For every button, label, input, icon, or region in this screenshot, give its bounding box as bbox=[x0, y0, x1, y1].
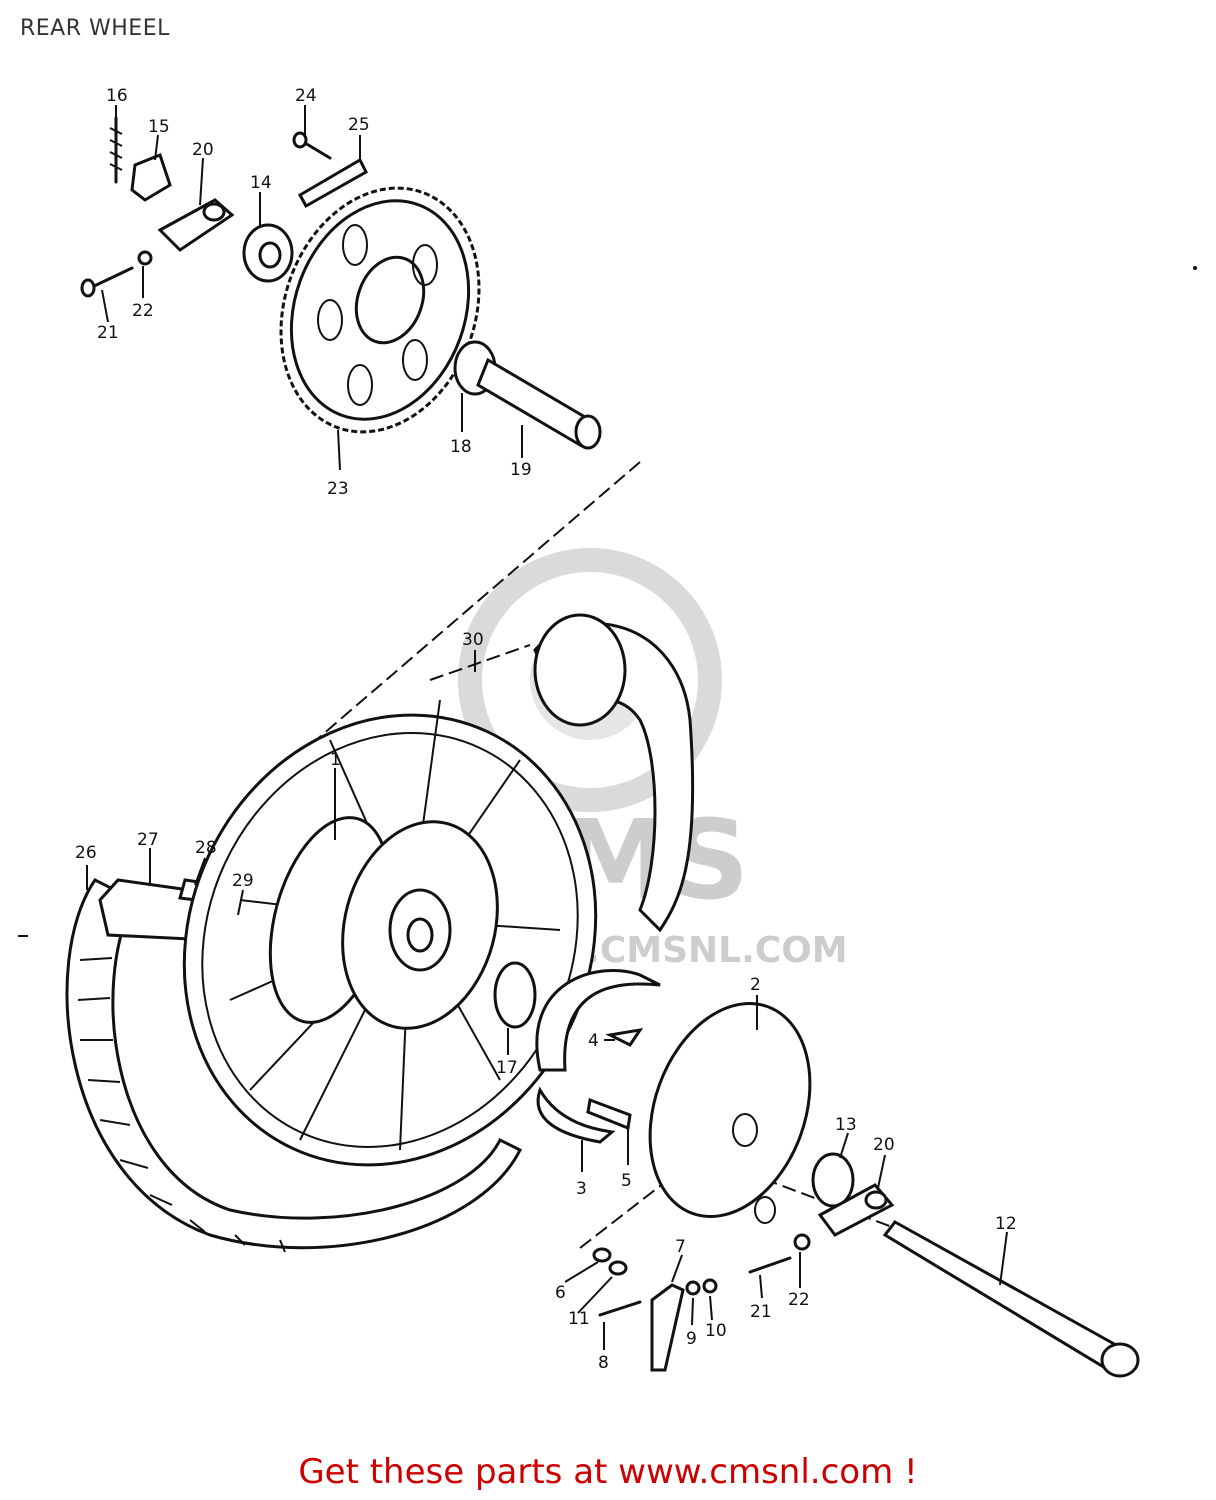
brake-shoe-3-shape bbox=[536, 1086, 616, 1144]
sleeve-19-shape bbox=[476, 357, 592, 448]
callout-29: 29 bbox=[232, 871, 254, 891]
callout-8: 8 bbox=[598, 1353, 609, 1373]
callout-labels: 16 15 20 24 25 14 21 22 23 18 19 30 1 27… bbox=[75, 86, 1017, 1373]
cam-5-shape bbox=[586, 1097, 632, 1131]
bolt-21b-shape bbox=[748, 1256, 792, 1274]
nut-10-shape bbox=[702, 1278, 718, 1294]
callout-11: 11 bbox=[568, 1309, 590, 1329]
footer-link-text[interactable]: Get these parts at www.cmsnl.com ! bbox=[298, 1452, 918, 1492]
callout-22b: 22 bbox=[788, 1290, 810, 1310]
callout-21b: 21 bbox=[750, 1302, 772, 1322]
callout-23: 23 bbox=[327, 479, 349, 499]
callout-21: 21 bbox=[97, 323, 119, 343]
callout-10: 10 bbox=[705, 1321, 727, 1341]
diagram-title: REAR WHEEL bbox=[20, 16, 170, 41]
cam-lever-7-shape bbox=[650, 1283, 685, 1372]
leader-lines bbox=[86, 105, 1008, 1350]
callout-18: 18 bbox=[450, 437, 472, 457]
callout-22: 22 bbox=[132, 301, 154, 321]
alignment-line-30 bbox=[429, 644, 531, 681]
stray-dot bbox=[1193, 266, 1197, 270]
lock-plate-25-shape bbox=[297, 157, 368, 209]
wheel-assembly bbox=[65, 613, 695, 1253]
tube-30-shape bbox=[533, 613, 627, 727]
callout-30: 30 bbox=[462, 630, 484, 650]
callout-27: 27 bbox=[137, 830, 159, 850]
washer-9-shape bbox=[685, 1280, 701, 1296]
callout-20: 20 bbox=[192, 140, 214, 160]
callout-26: 26 bbox=[75, 843, 97, 863]
callout-5: 5 bbox=[621, 1171, 632, 1191]
callout-12: 12 bbox=[995, 1214, 1017, 1234]
nut-15-shape bbox=[130, 153, 172, 202]
callout-6: 6 bbox=[555, 1283, 566, 1303]
collar-13-shape bbox=[811, 1152, 855, 1208]
callout-28: 28 bbox=[195, 838, 217, 858]
callout-19: 19 bbox=[510, 460, 532, 480]
spring-4-shape bbox=[605, 1027, 644, 1047]
callout-4: 4 bbox=[588, 1031, 599, 1051]
bearing-17-shape bbox=[493, 961, 537, 1029]
brake-shoe-upper bbox=[535, 968, 661, 1072]
brake-assembly bbox=[535, 968, 1140, 1378]
callout-17: 17 bbox=[496, 1058, 518, 1078]
bolt-21-shape bbox=[88, 266, 134, 290]
sprocket-assembly bbox=[80, 116, 602, 450]
washer-22-shape bbox=[137, 250, 153, 266]
sprocket-23-shape bbox=[279, 186, 481, 434]
callout-24: 24 bbox=[295, 86, 317, 106]
bolt-8-shape bbox=[598, 1300, 642, 1317]
washer-22b-shape bbox=[793, 1233, 811, 1251]
washer-11-shape bbox=[608, 1260, 628, 1276]
callout-7: 7 bbox=[675, 1237, 686, 1257]
callout-16: 16 bbox=[106, 86, 128, 106]
callout-3: 3 bbox=[576, 1179, 587, 1199]
callout-1: 1 bbox=[330, 750, 341, 770]
callout-2: 2 bbox=[750, 975, 761, 995]
brake-panel-2-shape bbox=[648, 1001, 812, 1219]
callout-9: 9 bbox=[686, 1329, 697, 1349]
callout-25: 25 bbox=[348, 115, 370, 135]
callout-14: 14 bbox=[250, 173, 272, 193]
callout-15: 15 bbox=[148, 117, 170, 137]
oring-6-shape bbox=[592, 1247, 612, 1263]
callout-20b: 20 bbox=[873, 1135, 895, 1155]
callout-13: 13 bbox=[835, 1115, 857, 1135]
